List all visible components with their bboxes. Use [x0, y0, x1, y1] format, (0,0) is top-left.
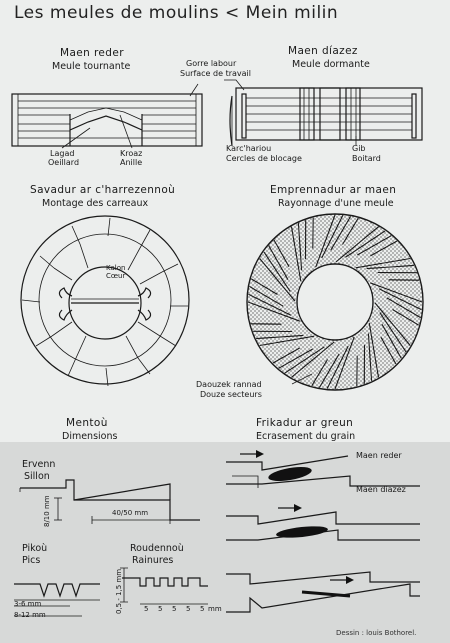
daouzek-sublabel: Douze secteurs [200, 390, 262, 399]
furrow-line [259, 335, 315, 347]
furrow-line [284, 346, 325, 374]
furrow-line [249, 285, 284, 307]
furrow-line [392, 309, 420, 326]
furrow-line [380, 337, 397, 365]
furrow-line [368, 322, 380, 378]
roudennou-sublabel: Rainures [132, 555, 174, 566]
furrow-line [315, 214, 336, 268]
daouzek-label: Daouzek rannad [196, 380, 262, 389]
roudennou-label: Roudennoù [130, 543, 184, 554]
gorre-sublabel: Surface de travail [180, 69, 251, 78]
maen-diazez-subheading: Meule dormante [292, 59, 370, 70]
credit: Dessin : louis Bothorel. [336, 629, 417, 637]
gib-label: Gib [352, 144, 366, 153]
crush-step-1 [226, 450, 420, 488]
furrow-line [366, 264, 414, 270]
furrow-line [345, 230, 386, 258]
furrow-line [330, 216, 352, 251]
kroaz-sublabel: Anille [120, 158, 143, 167]
dim-5a: 5 [144, 605, 149, 613]
maen-diazez-drawing [224, 79, 423, 147]
furrow-line [335, 226, 379, 263]
furrow-line [386, 297, 421, 319]
crush-step-2 [226, 504, 420, 541]
savadur-subheading: Montage des carreaux [42, 198, 149, 209]
pikou-label: Pikoù [22, 543, 48, 554]
lower-band [0, 442, 450, 643]
crush-bottom-label: Maen díazez [356, 485, 406, 494]
furrow-line [367, 333, 373, 381]
dim-mm-unit: mm [208, 605, 222, 613]
karchariou-sublabel: Cercles de blocage [226, 154, 302, 163]
sillon-drawing [19, 479, 200, 524]
crush-step-3 [226, 571, 420, 613]
furrow-line [355, 257, 411, 269]
gib-sublabel: Boitard [352, 154, 381, 163]
furrow-line [357, 235, 392, 256]
gorre-label: Gorre labour [186, 59, 237, 68]
kalon-sublabel: Cœur [106, 272, 126, 280]
furrow-line [273, 239, 290, 267]
frikadur-heading: Frikadur ar greun [256, 417, 354, 429]
maen-diazez-heading: Maen díazez [288, 45, 358, 57]
furrow-line [378, 288, 422, 311]
furrow-line [342, 217, 359, 245]
mentou-heading: Mentoù [66, 417, 108, 429]
dim-5d: 5 [186, 605, 191, 613]
mentou-subheading: Dimensions [62, 431, 118, 442]
rainures-drawing [120, 567, 208, 605]
dim-5c: 5 [172, 605, 177, 613]
dim-5e: 5 [200, 605, 205, 613]
dim-5b: 5 [158, 605, 163, 613]
lagad-sublabel: Oeillard [48, 158, 80, 167]
savadur-heading: Savadur ar c'harrezennoù [30, 184, 176, 196]
ervenn-label: Ervenn [22, 459, 56, 470]
furrow-line [268, 245, 289, 280]
kalon-label: Kalon [106, 264, 126, 272]
furrow-line [379, 312, 407, 353]
karchariou-label: Karc'hariou [226, 144, 272, 153]
furrow-line [263, 251, 291, 292]
furrow-line [291, 341, 335, 378]
furrow-line [318, 353, 340, 388]
dim-8-12: 8-12 mm [14, 611, 46, 619]
furrow-line [272, 347, 300, 364]
furrow-line [297, 223, 303, 271]
emprennadur-subheading: Rayonnage d'une meule [278, 198, 394, 209]
furrow-line [259, 258, 296, 302]
furrow-line [250, 278, 278, 295]
ervenn-sublabel: Sillon [24, 471, 50, 482]
maen-reder-subheading: Meule tournante [52, 61, 131, 72]
furrow-line [334, 336, 355, 390]
furrow-line [247, 301, 301, 322]
furrow-line [326, 345, 349, 389]
montage-carreaux-drawing [20, 215, 190, 387]
pics-drawing [14, 583, 100, 617]
dim-3-6: 3-6 mm [14, 600, 42, 608]
maen-reder-heading: Maen reder [60, 47, 124, 59]
furrow-line [370, 240, 398, 257]
lagad-label: Lagad [50, 149, 75, 158]
kroaz-label: Kroaz [120, 149, 143, 158]
furrow-line [311, 359, 328, 387]
crush-top-label: Maen reder [356, 451, 402, 460]
pikou-sublabel: Pics [22, 555, 41, 566]
dim-40-50: 40/50 mm [112, 509, 149, 517]
furrow-line [256, 334, 304, 340]
furrow-line [248, 293, 292, 316]
furrow-line [278, 348, 313, 369]
emprennadur-heading: Emprennadur ar maen [270, 184, 397, 196]
furrow-line [369, 282, 423, 303]
frikadur-subheading: Ecrasement du grain [256, 431, 356, 442]
rayonnage-drawing [246, 213, 424, 391]
poster-title: Les meules de moulins < Mein milin [14, 3, 339, 23]
furrow-line [374, 302, 411, 346]
furrow-line [381, 324, 402, 359]
furrow-line [321, 215, 344, 259]
maen-reder-drawing [11, 83, 203, 149]
furrow-line [290, 226, 302, 282]
